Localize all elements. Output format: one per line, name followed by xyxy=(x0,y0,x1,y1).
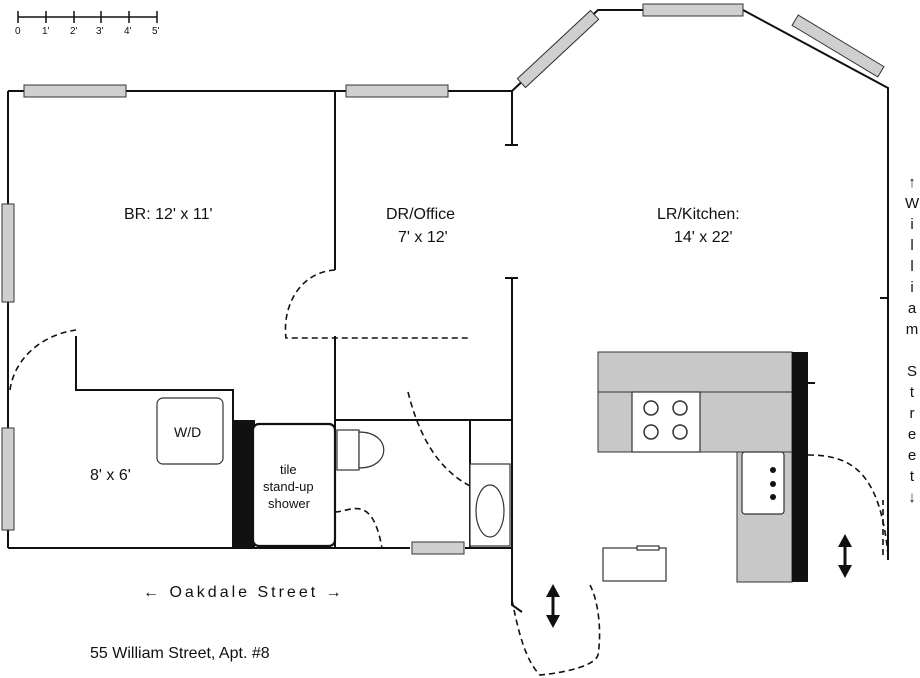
windows xyxy=(1,3,885,555)
room-size-nook: 8' x 6' xyxy=(90,467,131,484)
scale-label: 1' xyxy=(42,26,50,37)
room-label-dining-office: DR/Office xyxy=(386,206,456,223)
street-label-william: ↑ W i l l i a m S t r e e t ↓ xyxy=(905,174,920,506)
shower-label-line: shower xyxy=(268,496,310,511)
room-label-bedroom: BR: 12' x 11' xyxy=(124,206,213,223)
entry-arrow-icon xyxy=(838,534,852,578)
washer-dryer-label: W/D xyxy=(174,424,202,440)
kitchen xyxy=(597,351,808,583)
kitchen-sink xyxy=(741,451,785,515)
stove xyxy=(631,391,701,453)
shower-wall xyxy=(233,420,255,548)
toilet xyxy=(336,429,385,471)
shower-label-line: stand-up xyxy=(263,479,314,494)
washer-dryer xyxy=(156,397,224,465)
scale-label: 5' xyxy=(152,26,160,37)
scale-bar xyxy=(17,11,158,23)
street-label-oakdale: ← Oakdale Street → xyxy=(143,584,345,601)
room-size-living-kitchen: 14' x 22' xyxy=(674,229,733,246)
refrigerator xyxy=(602,547,667,582)
scale-label: 4' xyxy=(124,26,132,37)
room-size-dining-office: 7' x 12' xyxy=(398,229,448,246)
address-label: 55 William Street, Apt. #8 xyxy=(90,645,270,662)
doors xyxy=(9,269,889,676)
scale-label: 0 xyxy=(15,26,21,37)
bathroom-sink xyxy=(469,463,511,547)
shower-enclosure xyxy=(251,422,337,548)
scale-label: 2' xyxy=(70,26,78,37)
scale-label: 3' xyxy=(96,26,104,37)
shower-label-line: tile xyxy=(280,462,297,477)
room-label-living-kitchen: LR/Kitchen: xyxy=(657,206,740,223)
entry-arrow-icon xyxy=(546,584,560,628)
